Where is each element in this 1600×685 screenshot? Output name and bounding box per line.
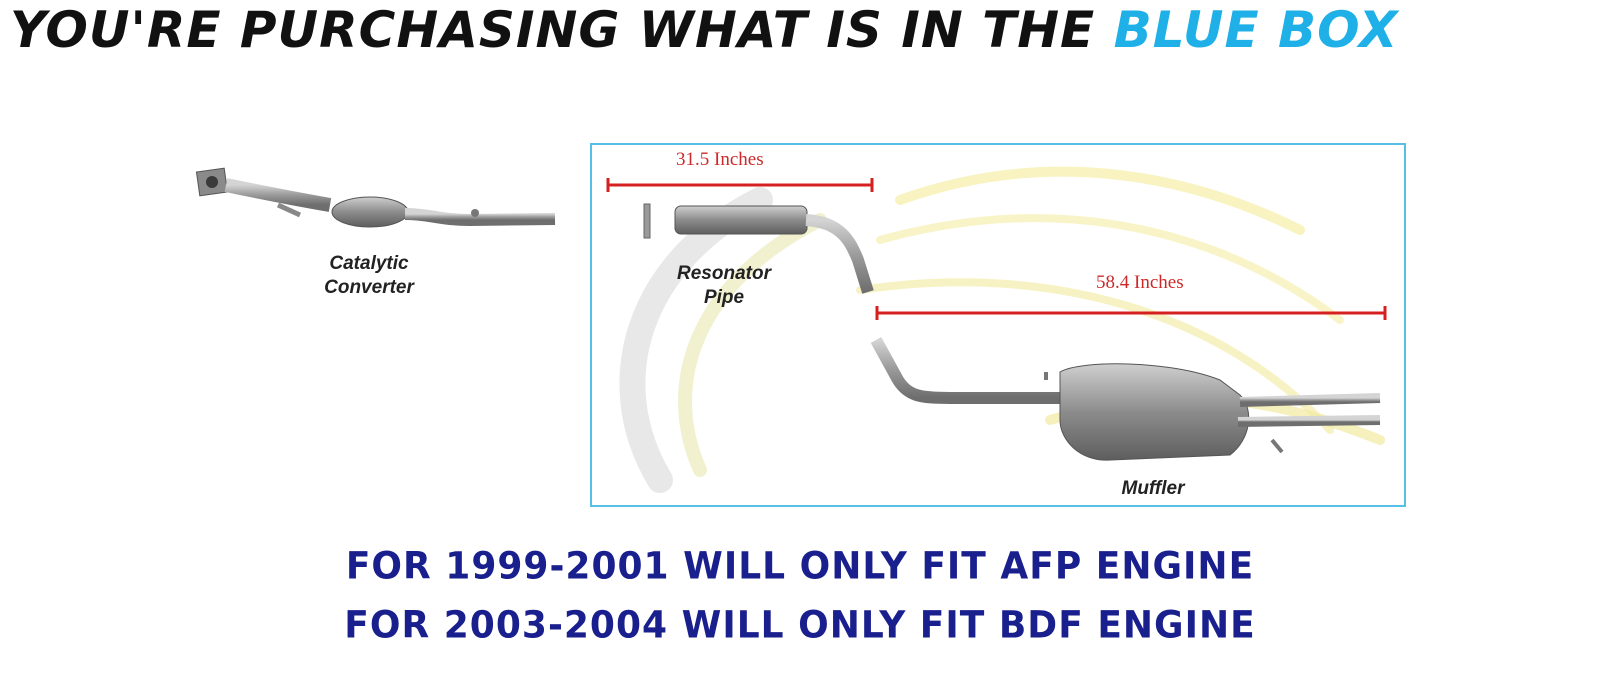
fitment-line-1: FOR 1999-2001 WILL ONLY FIT AFP ENGINE [345, 544, 1255, 589]
muffler-dimension-label: 58.4 Inches [1096, 272, 1184, 293]
page-headline: YOU'RE PURCHASING WHAT IS IN THE BLUE BO… [0, 0, 1600, 62]
dimension-line-resonator [606, 178, 874, 192]
resonator-label-line2: Pipe [703, 287, 745, 308]
catalytic-converter-label: Catalytic Converter [304, 252, 434, 300]
blue-box-outline [590, 143, 1406, 507]
headline-prefix: YOU'RE PURCHASING WHAT IS IN THE [10, 1, 1096, 59]
fitment-line-2: FOR 2003-2004 WILL ONLY FIT BDF ENGINE [344, 603, 1256, 648]
muffler-label: Muffler [1121, 478, 1185, 499]
dimension-line-muffler [875, 306, 1387, 320]
resonator-label-line1: Resonator [677, 263, 771, 284]
catalytic-converter-part [195, 167, 556, 228]
catalytic-label-line1: Catalytic [329, 253, 409, 274]
resonator-pipe-part [608, 203, 874, 294]
resonator-dimension-label: 31.5 Inches [676, 149, 764, 170]
muffler-part [870, 337, 1381, 461]
catalytic-label-line2: Converter [324, 277, 414, 298]
headline-highlight: BLUE BOX [1113, 1, 1399, 59]
resonator-pipe-label: Resonator Pipe [654, 262, 794, 310]
